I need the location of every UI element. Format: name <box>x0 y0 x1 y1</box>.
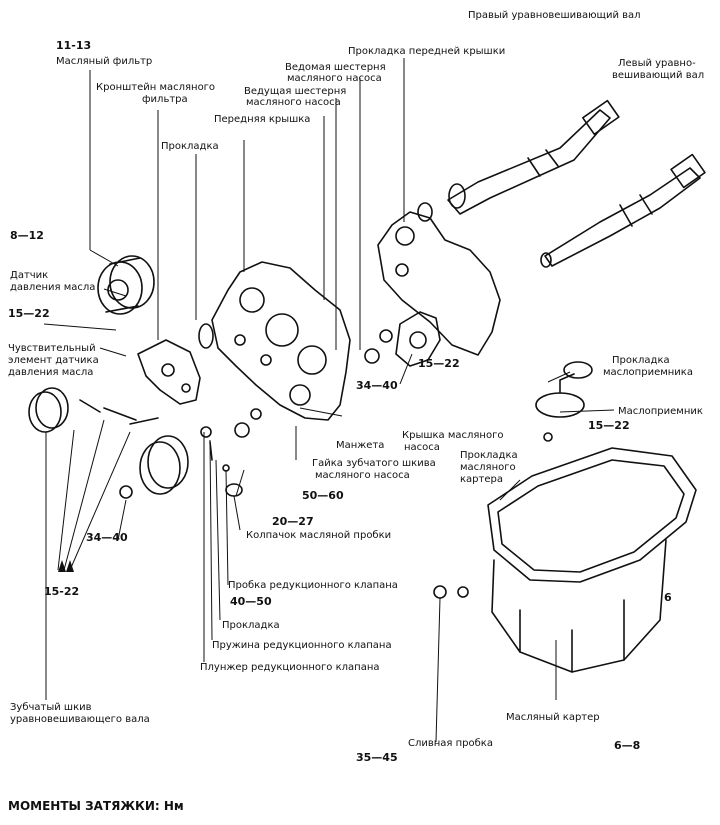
label-gasket-upper: Прокладка <box>161 141 219 152</box>
label-pressure-sensor-1: Датчик <box>10 270 49 281</box>
torque-34-40-sprocket: 34—40 <box>86 531 128 544</box>
label-filter-bracket-1: Кронштейн масляного <box>96 82 216 93</box>
front-cover-gasket <box>377 211 501 356</box>
torque-50-60: 50—60 <box>302 489 344 502</box>
pump-gears <box>364 329 393 364</box>
torque-8-12: 8—12 <box>10 229 44 242</box>
label-sprocket-nut-1: Гайка зубчатого шкива <box>312 458 436 469</box>
bolts <box>79 399 159 425</box>
label-front-cover: Передняя крышка <box>214 114 311 125</box>
label-right-balance-shaft: Правый уравновешивающий вал <box>468 10 641 21</box>
torque-footer-title: МОМЕНТЫ ЗАТЯЖКИ: Нм <box>8 799 184 813</box>
label-pan-gasket-1: Прокладка <box>460 450 518 461</box>
torque-34-40-pump: 34—40 <box>356 379 398 392</box>
label-pump-cover-2: насоса <box>404 442 440 453</box>
label-pan-gasket-3: картера <box>460 474 503 485</box>
torque-15-22-cover: 15—22 <box>418 357 460 370</box>
torque-6: 6 <box>664 591 672 604</box>
label-filter-bracket-2: фильтра <box>142 94 188 105</box>
label-balance-sprocket-2: уравновешивающего вала <box>10 714 150 725</box>
label-strainer-gasket-2: маслоприемника <box>603 367 693 378</box>
label-left-balance-shaft-2: вешивающий вал <box>612 70 705 81</box>
torque-6-8: 6—8 <box>614 739 641 752</box>
balance-shaft-sprocket <box>28 387 189 499</box>
label-sensing-element-1: Чувствительный <box>8 343 96 354</box>
label-drive-gear-1: Ведущая шестерня <box>244 86 347 97</box>
label-sprocket-nut-2: масляного насоса <box>315 470 410 481</box>
front-cover <box>211 261 351 421</box>
label-plug-cap: Колпачок масляной пробки <box>246 530 392 541</box>
label-driven-gear-1: Ведомая шестерня <box>285 62 386 73</box>
label-pan-gasket-2: масляного <box>460 462 516 473</box>
label-pressure-sensor-2: давления масла <box>10 282 96 293</box>
label-strainer-gasket-1: Прокладка <box>612 355 670 366</box>
label-seal: Манжета <box>336 440 385 451</box>
torque-35-45: 35—45 <box>356 751 398 764</box>
torque-15-22-bolts: 15-22 <box>44 585 80 598</box>
label-driven-gear-2: масляного насоса <box>287 73 382 84</box>
label-drive-gear-2: масляного насоса <box>246 97 341 108</box>
label-gasket-lower: Прокладка <box>222 620 280 631</box>
label-front-cover-gasket: Прокладка передней крышки <box>348 46 506 57</box>
drain-plug <box>433 585 469 599</box>
label-relief-valve-plunger: Плунжер редукционного клапана <box>200 662 380 673</box>
label-relief-valve-spring: Пружина редукционного клапана <box>212 640 392 651</box>
label-pump-cover-1: Крышка масляного <box>402 430 504 441</box>
label-oil-filter: Масляный фильтр <box>56 56 153 67</box>
torque-15-22-left: 15—22 <box>8 307 50 320</box>
label-oil-strainer: Маслоприемник <box>618 406 703 417</box>
torque-20-27: 20—27 <box>272 515 314 528</box>
oil-filter <box>97 255 155 315</box>
oil-filter-bracket <box>137 339 201 405</box>
right-balance-shaft <box>417 99 620 222</box>
label-balance-sprocket-1: Зубчатый шкив <box>10 702 92 713</box>
label-relief-valve-plug: Пробка редукционного клапана <box>228 580 398 591</box>
oil-strainer <box>535 361 593 442</box>
torque-11-13: 11-13 <box>56 39 92 52</box>
torque-40-50: 40—50 <box>230 595 272 608</box>
torque-15-22-strainer: 15—22 <box>588 419 630 432</box>
label-drain-plug: Сливная пробка <box>408 738 493 749</box>
label-sensing-element-2: элемент датчика <box>8 355 99 366</box>
oil-pump-cover <box>395 311 441 367</box>
label-oil-pan: Масляный картер <box>506 712 600 723</box>
label-sensing-element-3: давления масла <box>8 367 94 378</box>
label-left-balance-shaft-1: Левый уравно- <box>618 58 696 69</box>
oil-pan <box>487 447 697 673</box>
gasket-ring <box>198 323 214 349</box>
left-balance-shaft <box>540 153 706 268</box>
